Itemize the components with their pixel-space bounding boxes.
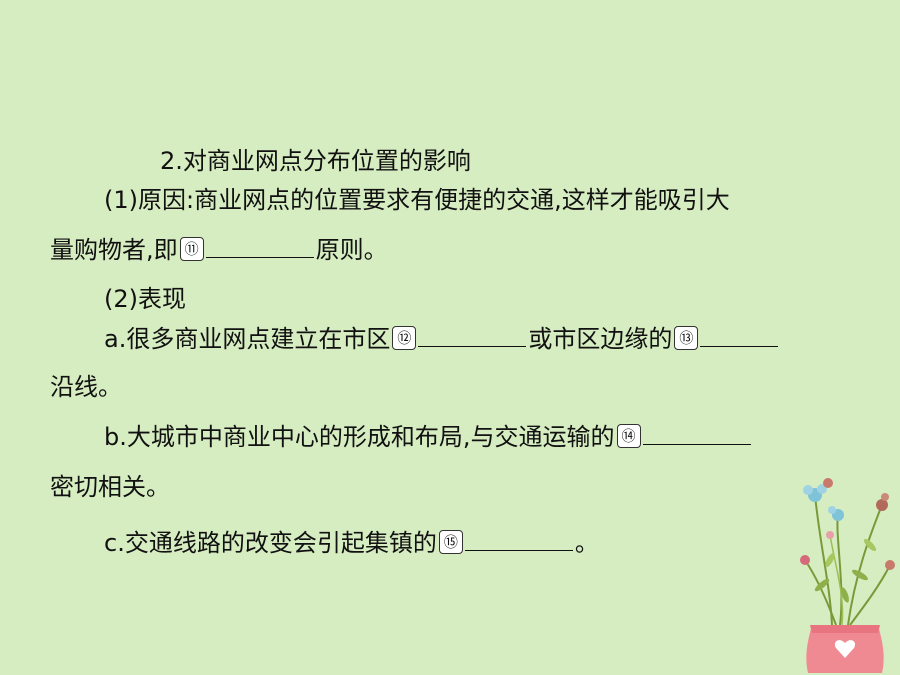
blank-number-14: ⑭ [616, 424, 641, 448]
reason-text: 量购物者,即 [50, 236, 178, 264]
blank-number-15: ⑮ [438, 530, 463, 554]
blank-number-11: ⑪ [179, 237, 204, 261]
item-a-text: a.很多商业网点建立在市区 [104, 325, 391, 353]
flower-vase-icon [800, 478, 895, 673]
heading: 2.对商业网点分布位置的影响 [160, 147, 471, 175]
reason-line-1: (1)原因:商业网点的位置要求有便捷的交通,这样才能吸引大 [104, 186, 730, 214]
manifest-heading: (2)表现 [104, 285, 186, 313]
answer-blank-13[interactable] [700, 324, 779, 347]
item-a-line-2: 沿线。 [50, 373, 122, 401]
item-c-text: c.交通线路的改变会引起集镇的 [104, 529, 437, 557]
item-c-suffix: 。 [574, 529, 599, 557]
blank-number-12: ⑫ [392, 326, 417, 350]
answer-blank-11[interactable] [205, 235, 314, 258]
answer-blank-12[interactable] [418, 324, 527, 347]
reason-suffix: 原则。 [315, 236, 388, 264]
item-a-mid: 或市区边缘的 [528, 325, 673, 353]
item-b-text: b.大城市中商业中心的形成和布局,与交通运输的 [104, 423, 615, 451]
answer-blank-15[interactable] [464, 528, 573, 551]
item-b-line-2: 密切相关。 [50, 473, 170, 501]
blank-number-13: ⑬ [674, 326, 699, 350]
answer-blank-14[interactable] [642, 422, 751, 445]
